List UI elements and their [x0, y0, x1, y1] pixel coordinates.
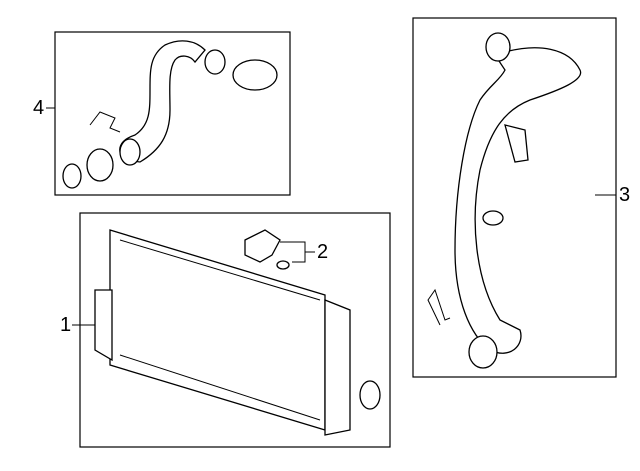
leader-line-2: [280, 241, 315, 263]
hose-clamp: [482, 210, 504, 226]
group-3-outlet-hose: [412, 17, 617, 378]
intercooler-core: [109, 229, 326, 431]
outlet-port: [359, 380, 381, 410]
group-1-intercooler: [72, 212, 391, 448]
inlet-hose: [119, 40, 206, 163]
callout-1: 1: [60, 314, 72, 336]
mounting-bracket: [504, 124, 529, 163]
group-3-frame: [412, 17, 617, 378]
group-1-frame: [79, 212, 391, 448]
hose-clip: [427, 288, 451, 326]
group-4-frame: [54, 31, 291, 196]
callout-4: 4: [33, 97, 45, 119]
seal-ring: [62, 163, 82, 189]
sensor: [244, 229, 281, 263]
right-tank: [324, 299, 351, 436]
clamp-upper: [204, 49, 226, 75]
hose-upper-end: [485, 32, 511, 62]
callout-3: 3: [619, 184, 631, 206]
hose-end: [119, 138, 141, 166]
callout-2: 2: [317, 241, 329, 263]
clamp-lower: [86, 148, 114, 182]
left-tank: [94, 289, 113, 362]
retaining-clip: [89, 111, 121, 133]
group-4-inlet-hose: [46, 31, 291, 196]
outlet-hose: [454, 47, 582, 354]
inlet-duct: [232, 59, 278, 91]
hose-lower-end: [468, 335, 498, 369]
core-lines: [119, 239, 321, 421]
sensor-seal: [276, 260, 290, 270]
